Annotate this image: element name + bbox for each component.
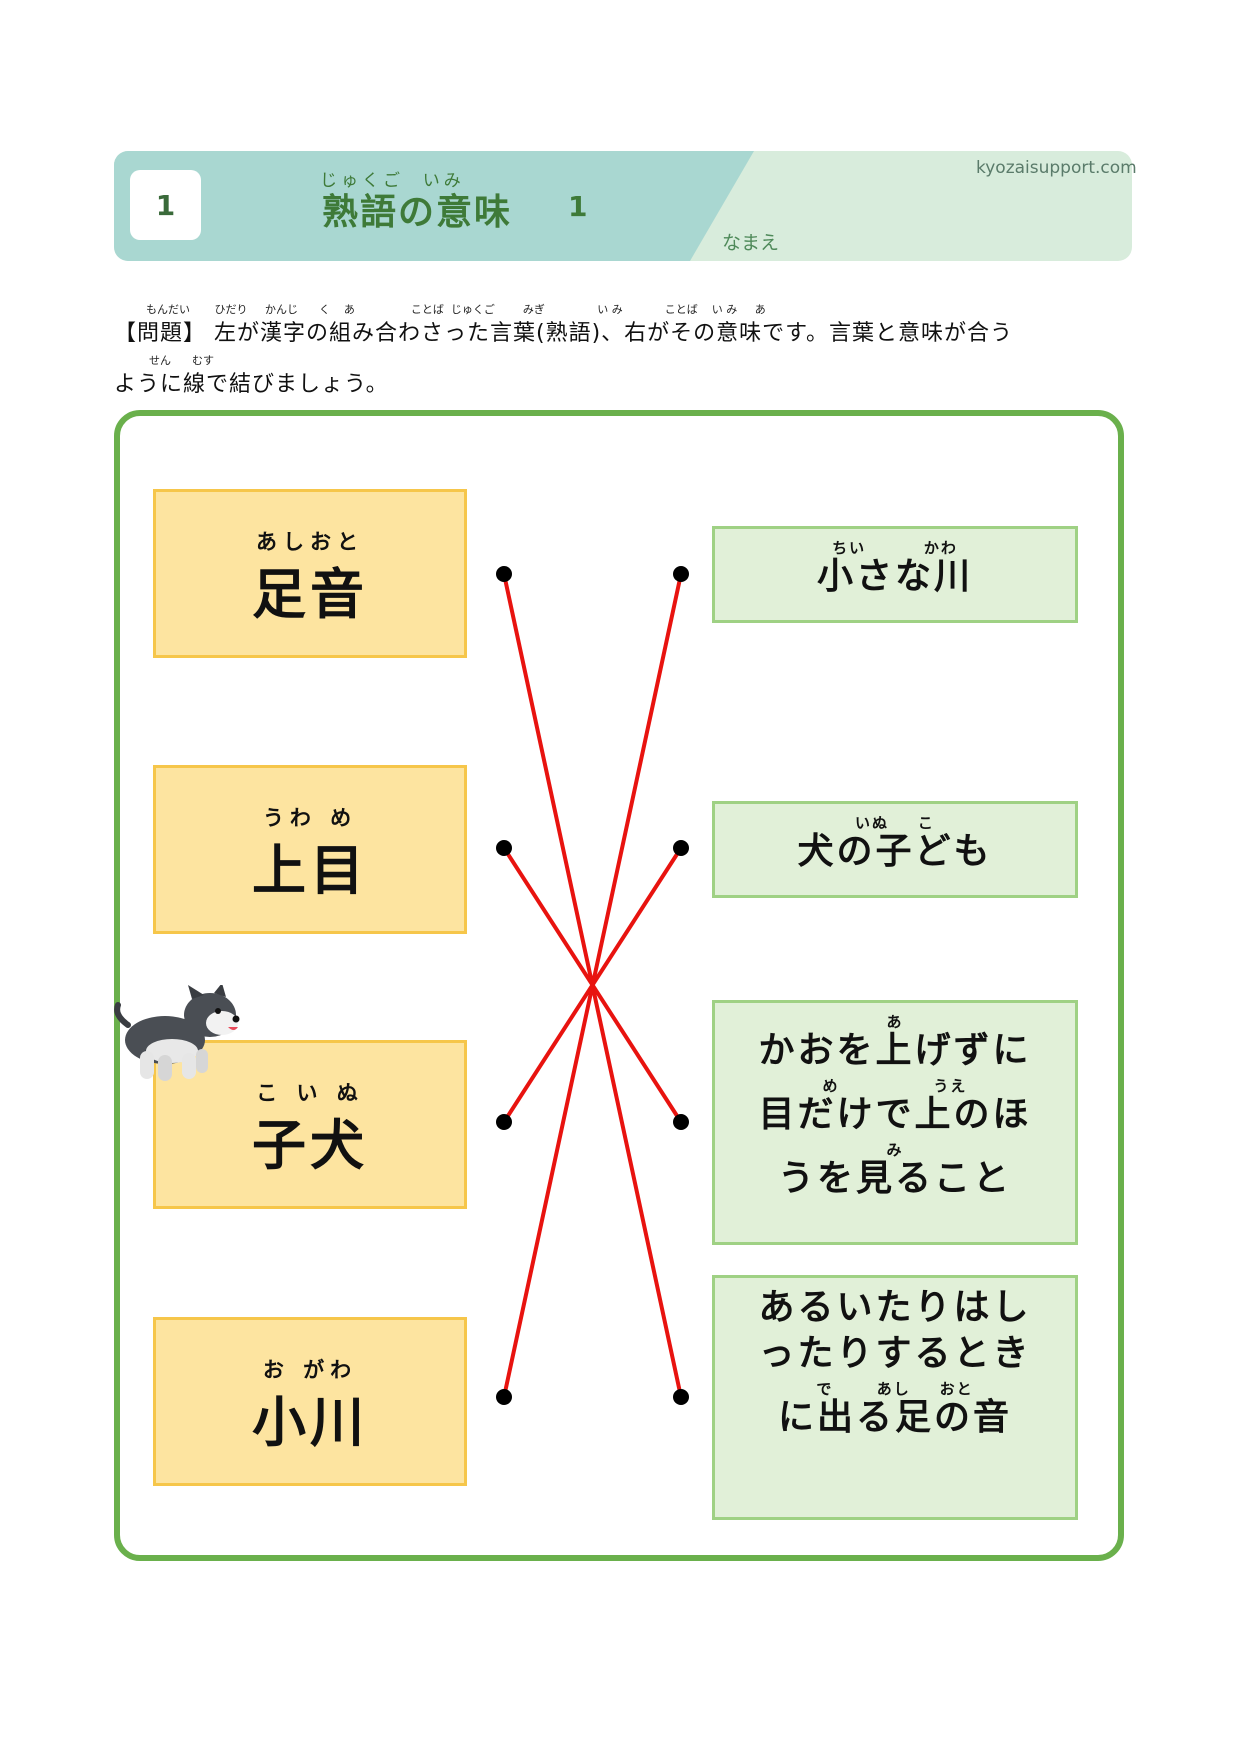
meaning-box-1: ちい かわ 小さな川	[712, 526, 1078, 623]
title-number: 1	[568, 190, 588, 223]
exercise-frame	[114, 410, 1124, 1561]
word-ruby: お がわ	[262, 1358, 358, 1382]
meaning-text: 小さな川	[816, 556, 973, 597]
meaning-box-4: あるいたりはし ったりするとき で あし おと に出る足の音	[712, 1275, 1078, 1520]
meaning-box-3: あ かおを上げずに め うえ 目だけで上のほ み うを見ること	[712, 1000, 1078, 1245]
header-teal-shape	[114, 151, 754, 261]
worksheet-title: 熟語の意味	[322, 192, 513, 233]
meaning-ruby: ちい かわ	[832, 539, 958, 557]
word-ruby: あしおと	[256, 530, 364, 554]
meaning-ruby: み	[886, 1141, 904, 1159]
meaning-text: に出る足の音	[777, 1397, 1012, 1438]
meaning-ruby: で あし おと	[816, 1380, 974, 1398]
instruction-ruby-1: もんだい ひだり かんじ く あ ことば じゅくご みぎ い み ことば い み…	[146, 303, 766, 316]
worksheet-number: 1	[130, 170, 201, 240]
meaning-box-2: いぬ こ 犬の子ども	[712, 801, 1078, 898]
name-label: なまえ	[722, 232, 780, 254]
meaning-text: 犬の子ども	[797, 831, 993, 872]
meaning-text: 目だけで上のほ	[758, 1094, 1032, 1135]
dog-icon	[114, 985, 240, 1081]
word-ruby: こ い ぬ	[256, 1081, 364, 1105]
meaning-text: あるいたりはし	[758, 1287, 1032, 1328]
meaning-text: かおを上げずに	[758, 1030, 1032, 1071]
instruction-line-2: ように線で結びましょう。	[114, 372, 389, 397]
meaning-ruby: いぬ こ	[855, 814, 935, 832]
word-ruby: うわ め	[262, 806, 358, 830]
meaning-text: うを見ること	[777, 1158, 1012, 1199]
meaning-ruby: あ	[886, 1013, 904, 1031]
title-ruby: じゅくご いみ	[320, 171, 465, 191]
word-text: 上目	[252, 839, 368, 902]
meaning-text: ったりするとき	[758, 1333, 1032, 1374]
instruction-line-1: 【問題】 左が漢字の組み合わさった言葉(熟語)、右がその意味です。言葉と意味が合…	[114, 321, 1013, 346]
word-text: 足音	[252, 563, 368, 626]
word-text: 子犬	[252, 1114, 368, 1177]
header-band	[114, 151, 1132, 261]
word-box-4: お がわ 小川	[153, 1317, 467, 1486]
word-box-2: うわ め 上目	[153, 765, 467, 934]
site-url: kyozaisupport.com	[976, 158, 1137, 178]
instruction-ruby-2: せん むす	[114, 354, 214, 367]
meaning-ruby: め うえ	[822, 1077, 968, 1095]
word-box-1: あしおと 足音	[153, 489, 467, 658]
word-text: 小川	[252, 1391, 368, 1454]
